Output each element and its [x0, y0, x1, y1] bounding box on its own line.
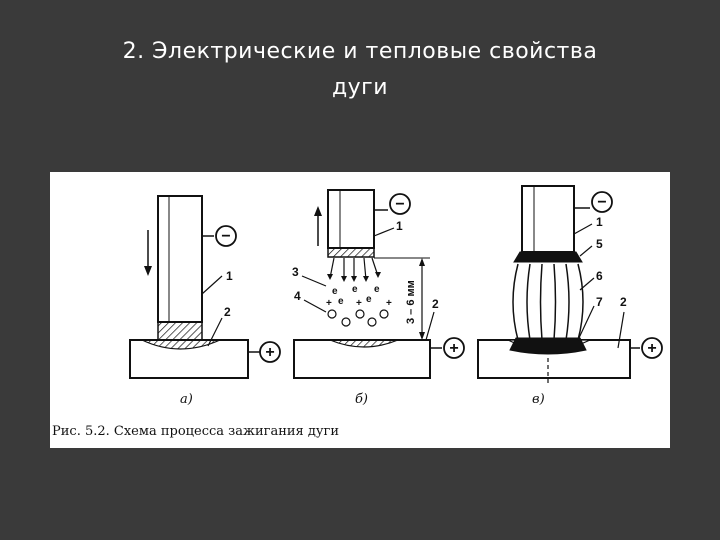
panel-b-caption: б)	[355, 392, 369, 407]
panel-b-label-2: 2	[432, 297, 439, 311]
panel-a-plus-sign: +	[265, 344, 274, 361]
panel-b-label-1: 1	[396, 219, 403, 233]
panel-c-caption: в)	[532, 392, 545, 407]
panel-b-minus-terminal	[389, 193, 411, 215]
panel-a-label-1: 1	[226, 269, 233, 283]
svg-text:e: e	[366, 294, 372, 305]
panel-c-plus-terminal	[641, 337, 663, 359]
panel-a-label-2: 2	[224, 305, 231, 319]
panel-a-electrode	[157, 195, 203, 323]
panel-b-plus-sign: +	[449, 340, 458, 357]
slide-title-line-1: 2. Электрические и тепловые свойства	[122, 39, 598, 64]
panel-a-minus-terminal	[215, 225, 237, 247]
panel-a-electrode-tip	[157, 321, 203, 341]
panel-b-label-3: 3	[292, 265, 299, 279]
panel-c-minus-sign: −	[597, 194, 606, 211]
panel-b-particles: e e e + e + e +	[326, 284, 392, 309]
figure-caption: Рис. 5.2. Схема процесса зажигания дуги	[52, 424, 339, 439]
panel-a-weld-pool	[141, 339, 221, 350]
panel-b-minus-sign: −	[395, 196, 404, 213]
figure-panel: − + 1 2	[50, 172, 670, 448]
panel-b-plus-terminal	[443, 337, 465, 359]
svg-text:+: +	[356, 298, 362, 309]
panel-b-gap-label: 3 – 6 мм	[405, 280, 417, 324]
panel-c-diagram: − + 1 5 6 7 2	[477, 185, 663, 386]
panel-a-plus-terminal	[259, 341, 281, 363]
svg-text:e: e	[332, 286, 338, 297]
panel-b-ions	[327, 309, 389, 327]
panel-c-cathode-spot	[513, 251, 583, 263]
svg-text:e: e	[338, 296, 344, 307]
panel-b-electrode	[327, 189, 375, 249]
svg-text:+: +	[326, 298, 332, 309]
panel-a-caption: а)	[180, 392, 193, 407]
panel-c-plus-sign: +	[647, 340, 656, 357]
panel-c-electrode	[521, 185, 575, 253]
panel-b-label-4: 4	[294, 289, 301, 303]
slide-title: 2. Электрические и тепловые свойства дуг…	[40, 34, 680, 106]
panel-c-label-7: 7	[596, 295, 603, 309]
panel-c-minus-terminal	[591, 191, 613, 213]
panel-c-label-5: 5	[596, 237, 603, 251]
panel-c-label-6: 6	[596, 269, 603, 283]
panel-a-diagram: − + 1 2	[129, 195, 281, 379]
svg-text:+: +	[386, 298, 392, 309]
panel-c-label-2: 2	[620, 295, 627, 309]
svg-text:e: e	[352, 284, 358, 295]
slide-title-line-2: дуги	[331, 75, 389, 100]
panel-a-minus-sign: −	[221, 228, 230, 245]
panel-b-electrode-tip	[327, 247, 375, 258]
arc-ignition-diagram: − + 1 2	[129, 185, 663, 386]
panel-b-electron-flow	[327, 257, 381, 282]
panel-b-diagram: e e e + e + e + − + 3	[292, 189, 465, 379]
panel-b-weld-spot	[329, 339, 399, 348]
panel-c-arc-column	[512, 263, 584, 341]
svg-text:e: e	[374, 284, 380, 295]
panel-c-label-1: 1	[596, 215, 603, 229]
panel-c-anode-spot	[509, 337, 587, 355]
